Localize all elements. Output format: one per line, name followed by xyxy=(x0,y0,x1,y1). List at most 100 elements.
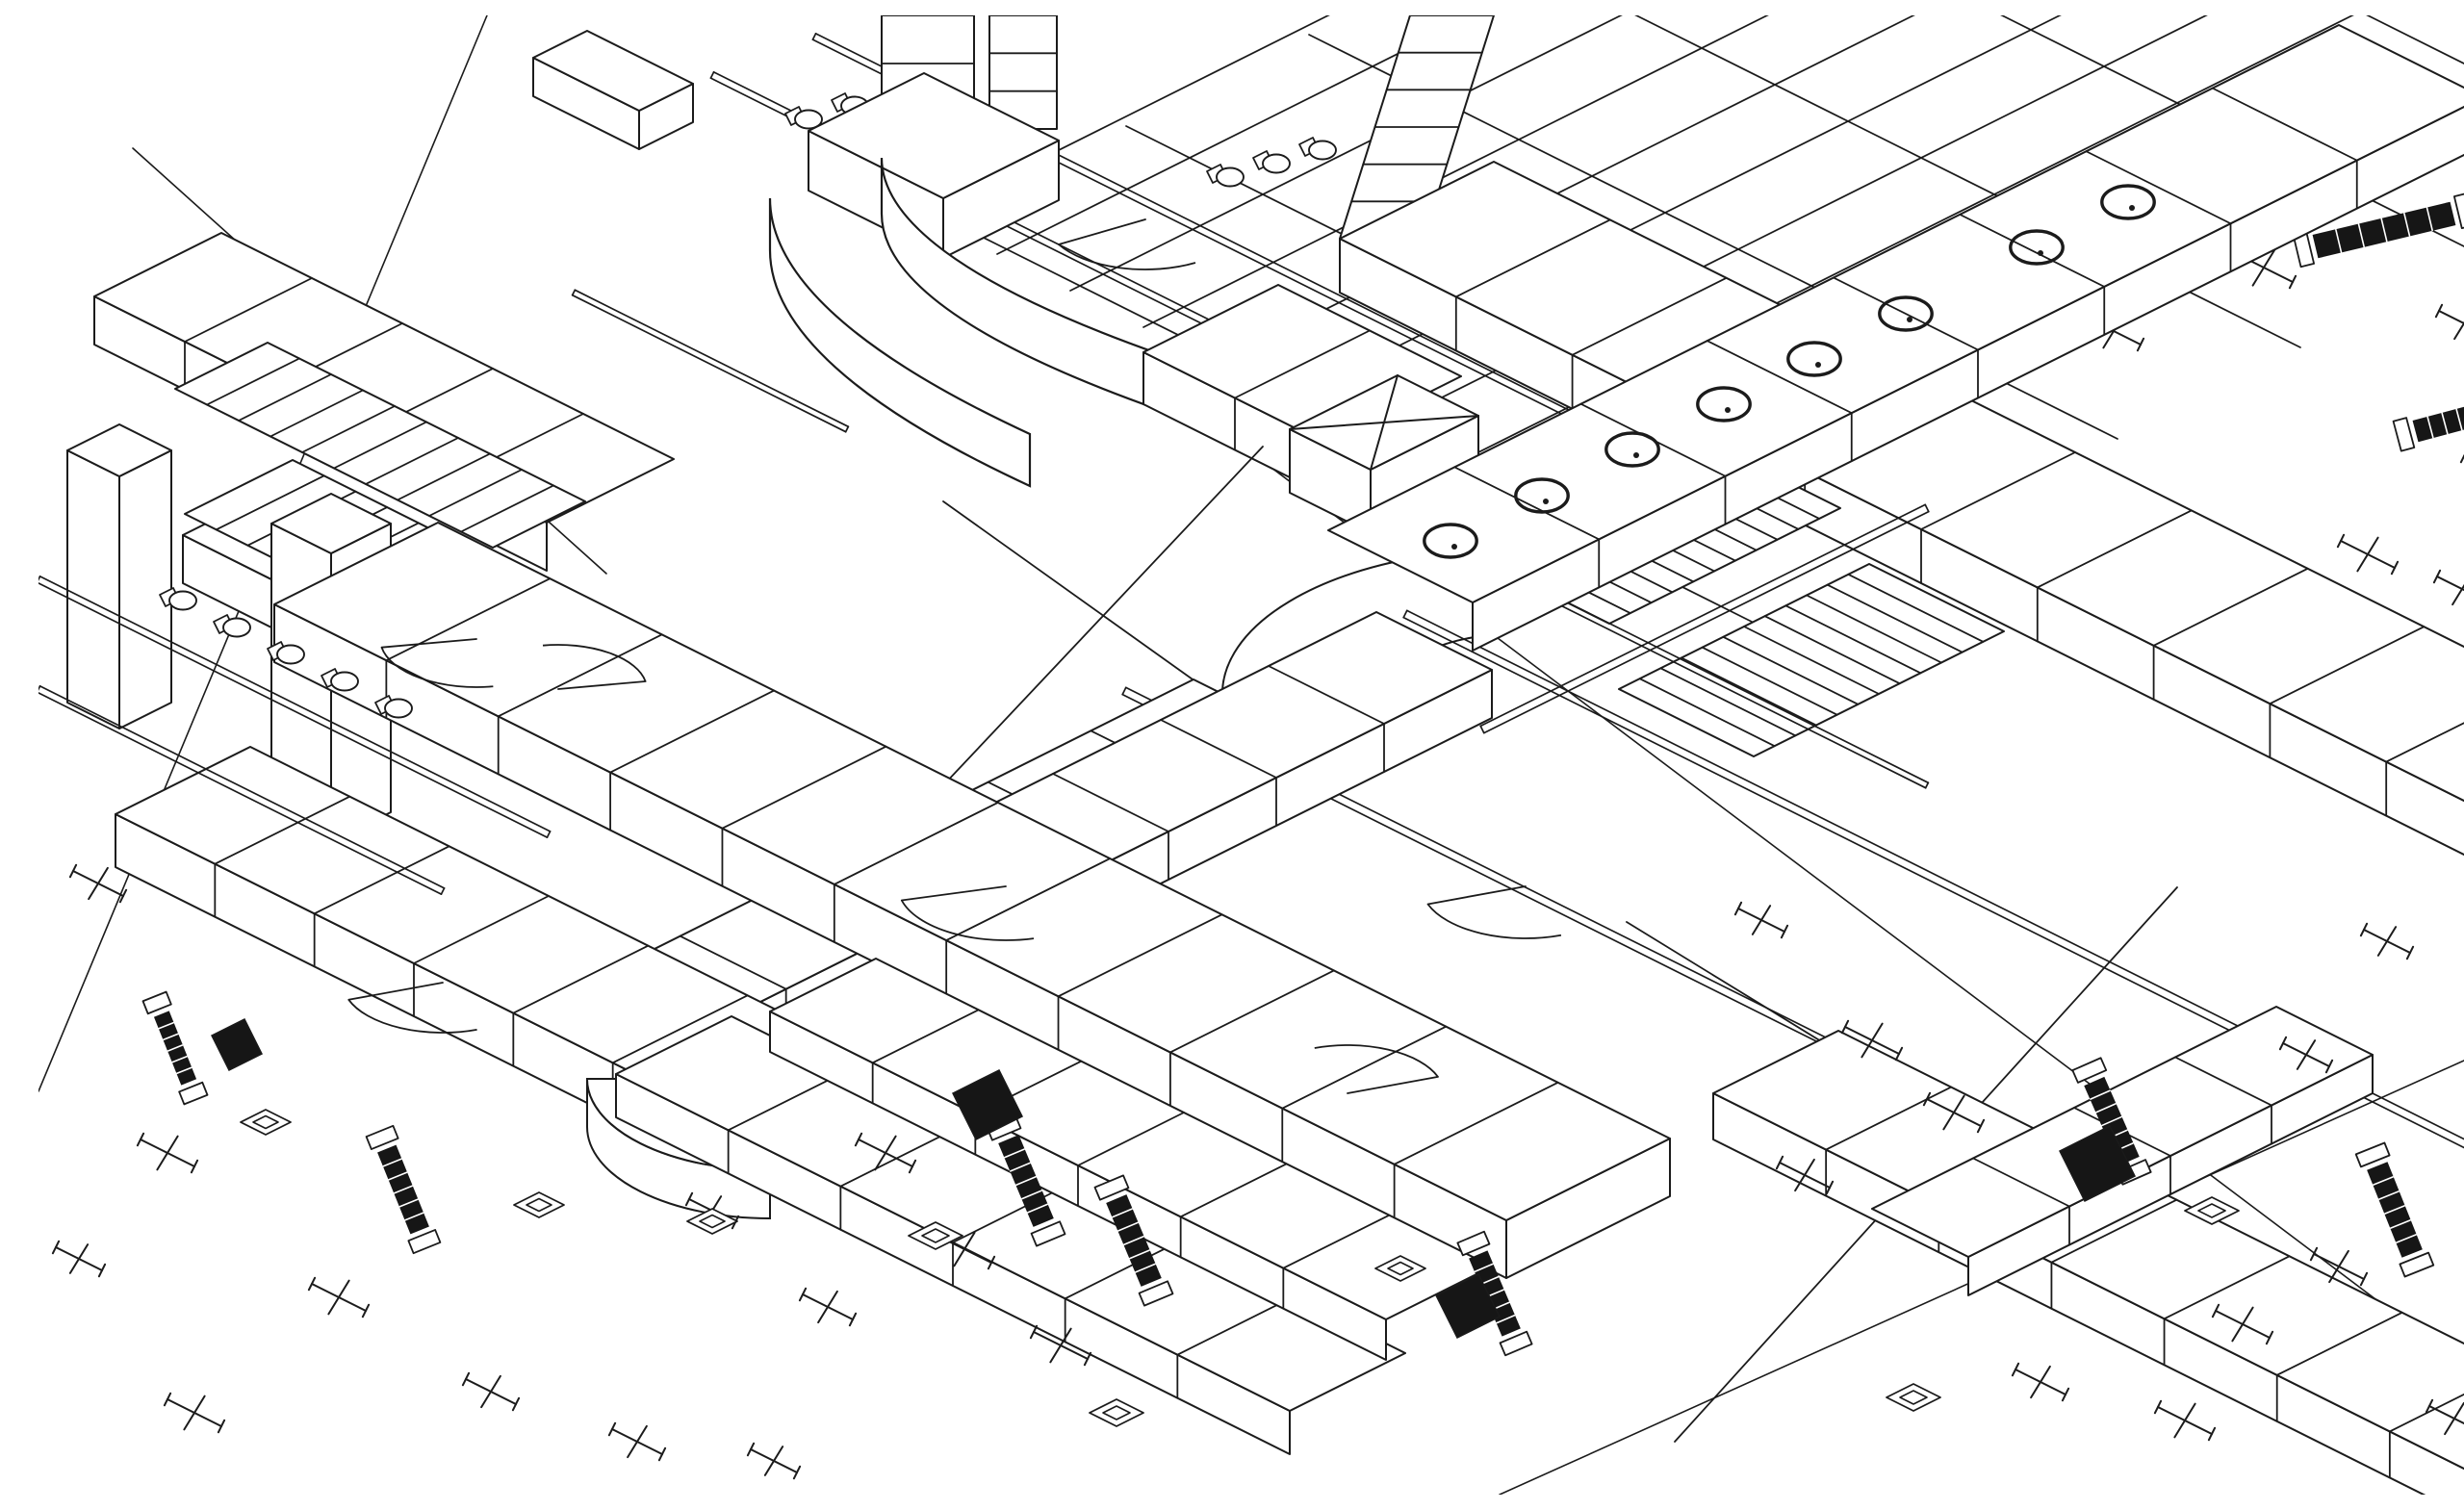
round-ceiling-diffuser xyxy=(1725,407,1731,413)
wall-line xyxy=(38,576,41,581)
flex-duct-coil xyxy=(1117,1221,1139,1232)
door-swing xyxy=(380,647,494,688)
round-ceiling-diffuser xyxy=(2100,184,2156,220)
stair-flight xyxy=(333,421,427,470)
handrail-beam xyxy=(1482,510,1930,734)
wall-line xyxy=(38,581,549,838)
flex-duct-coil xyxy=(1004,1148,1025,1159)
flex-duct-coil xyxy=(382,1158,402,1167)
flex-duct-coil xyxy=(2095,1103,2117,1113)
diffuser-cross-marker xyxy=(1922,1091,1932,1107)
main-trunk-duct xyxy=(721,745,887,830)
flex-duct-coil xyxy=(2357,223,2365,248)
flex-duct-coil xyxy=(1027,1203,1048,1214)
round-ceiling-diffuser xyxy=(1696,386,1752,422)
handrail-beam xyxy=(1924,503,1930,513)
flex-duct-coil xyxy=(2090,1089,2111,1100)
duct-run xyxy=(2174,1056,2272,1107)
toilet-fixture xyxy=(384,698,413,719)
door-swing xyxy=(380,638,477,649)
duct-run xyxy=(1571,276,1728,356)
flex-duct-coil xyxy=(2426,207,2433,232)
flex-duct-coil xyxy=(1456,1230,1491,1257)
square-diffuser xyxy=(1089,1398,1144,1427)
diffuser-cross-marker xyxy=(1049,1327,1072,1364)
duct-run xyxy=(184,277,313,343)
diffuser-cross-marker xyxy=(2434,303,2444,319)
diffuser-cross-marker xyxy=(684,1191,694,1207)
door-swing xyxy=(542,644,647,682)
diffuser-cross-marker xyxy=(2436,576,2464,592)
structural-column xyxy=(118,449,172,729)
door-swing xyxy=(347,999,477,1034)
flex-duct-coil xyxy=(2354,1141,2391,1168)
wall-line xyxy=(38,576,552,832)
duct-run xyxy=(1077,1112,1185,1166)
flex-duct-coil xyxy=(2380,218,2388,243)
flex-duct-coil xyxy=(2335,228,2343,253)
duct-run xyxy=(1282,1214,1391,1269)
door-swing xyxy=(1347,1075,1439,1094)
diffuser-cross-marker xyxy=(2324,1059,2334,1074)
square-diffuser xyxy=(252,1114,279,1130)
structural-column xyxy=(66,449,120,729)
stair-flight xyxy=(1743,626,1880,695)
flex-duct-coil xyxy=(1138,1280,1174,1307)
round-ceiling-diffuser xyxy=(2129,205,2135,211)
flex-duct-coil xyxy=(1093,1174,1130,1201)
flex-duct-coil xyxy=(2395,1234,2418,1243)
diffuser-duct-run xyxy=(1453,466,1601,541)
diffuser-cross-marker xyxy=(2136,337,2145,352)
toilet-fixture xyxy=(794,109,823,130)
duct-run xyxy=(313,845,450,915)
toilet-fixture xyxy=(1308,140,1337,161)
diffuser-cross-marker xyxy=(763,1446,784,1476)
diffuser-cross-marker xyxy=(792,1465,802,1480)
square-diffuser xyxy=(1899,1390,1928,1405)
diffuser-cross-marker xyxy=(1861,1022,1884,1059)
wall-line xyxy=(844,425,850,433)
diffuser-cross-marker xyxy=(848,1312,858,1327)
door-swing xyxy=(900,885,1007,902)
flex-duct-coil xyxy=(398,1198,419,1208)
square-diffuser xyxy=(526,1197,552,1213)
corridor-edge xyxy=(1402,609,1408,619)
corridor-edge xyxy=(1121,686,1127,696)
duct-run xyxy=(952,1184,1069,1243)
main-trunk-duct xyxy=(1057,913,1223,998)
diffuser-cross-marker xyxy=(2405,945,2415,960)
duct-run xyxy=(2036,509,2193,589)
stairwell-wall xyxy=(1924,781,1930,789)
duct-run xyxy=(1176,1295,1295,1356)
square-diffuser xyxy=(686,1208,738,1235)
flex-duct-coil xyxy=(2101,1115,2122,1127)
duct-run xyxy=(2152,567,2309,647)
door-swing xyxy=(901,900,1035,941)
duct-run xyxy=(1064,1240,1182,1300)
stair-flight xyxy=(1763,615,1901,685)
main-trunk-duct xyxy=(609,689,775,774)
ceiling-grid xyxy=(1069,15,1623,292)
diffuser-cross-marker xyxy=(627,1424,648,1459)
diffuser-cross-marker xyxy=(88,866,109,901)
door-swing xyxy=(1058,243,1196,270)
vav-terminal xyxy=(2058,1124,2137,1203)
duct-run xyxy=(1052,773,1169,832)
diffuser-cross-marker xyxy=(2359,1271,2369,1287)
flex-duct-coil xyxy=(1129,1249,1150,1260)
flex-duct-coil xyxy=(158,1021,174,1030)
wall-line xyxy=(38,685,446,889)
round-ceiling-diffuser xyxy=(2009,229,2065,266)
duct-run xyxy=(512,944,650,1014)
diffuser-cross-marker xyxy=(1894,1046,1904,1062)
square-diffuser xyxy=(1102,1405,1131,1420)
duct-run xyxy=(1179,1163,1288,1218)
flex-duct-coil xyxy=(2426,416,2434,439)
diffuser-cross-marker xyxy=(798,1287,808,1302)
door-swing xyxy=(1426,903,1562,939)
diffuser-cross-marker xyxy=(2359,922,2369,937)
flex-duct-coil xyxy=(1112,1208,1133,1218)
diffuser-cross-marker xyxy=(1825,1180,1835,1195)
round-ceiling-diffuser xyxy=(2038,250,2043,256)
swan-neck-elbow xyxy=(768,197,1032,488)
